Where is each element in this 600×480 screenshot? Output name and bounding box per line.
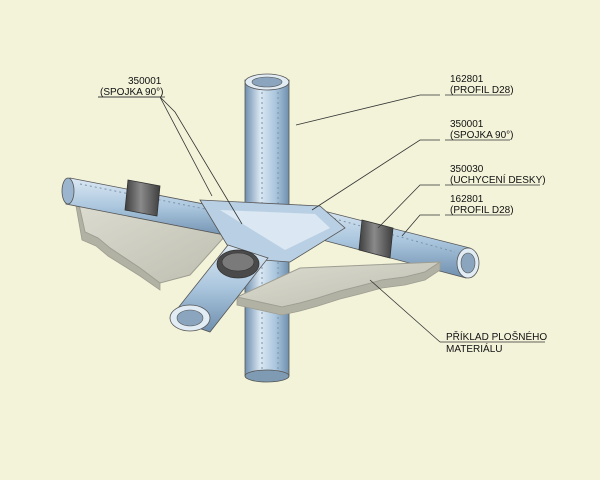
label-uchyceni-name: (UCHYCENÍ DESKY) (450, 173, 546, 186)
label-uchyceni-code: 350030 (450, 164, 484, 175)
leader-profil-right (401, 214, 440, 237)
label-material-line2: MATERIÁLU (446, 342, 503, 355)
leader-uchyceni (377, 184, 440, 229)
clamp-front (216, 249, 260, 279)
leader-profil-top (295, 94, 440, 126)
leader-material (369, 279, 441, 343)
plate-front-right (235, 261, 442, 316)
label-spojka-right-code: 350001 (450, 119, 484, 130)
clamp-right (358, 219, 394, 259)
label-profil-right-code: 162801 (450, 194, 484, 205)
label-profil-top-code: 162801 (450, 74, 484, 85)
label-spojka-left-code: 350001 (128, 76, 162, 87)
leader-lines (98, 94, 545, 343)
label-profil-right-name: (PROFIL D28) (450, 205, 514, 216)
leader-spojka-left-2 (159, 96, 213, 197)
label-profil-top-name: (PROFIL D28) (450, 85, 514, 96)
label-spojka-left-name: (SPOJKA 90°) (100, 87, 163, 98)
leader-spojka-right (311, 139, 440, 211)
label-material-line1: PŘÍKLAD PLOŠNÉHO (446, 330, 547, 343)
label-spojka-right-name: (SPOJKA 90°) (450, 130, 513, 141)
clamp-left (124, 179, 161, 217)
connector-hub (199, 199, 346, 263)
